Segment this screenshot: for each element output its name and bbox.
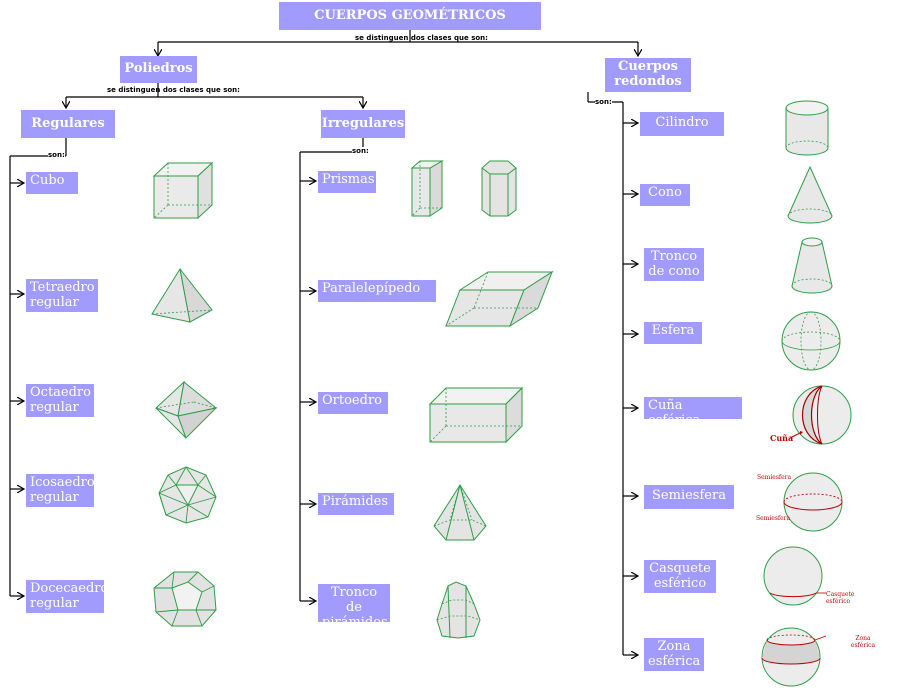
item-zona: Zona esférica [644, 638, 704, 671]
spherical-zone-figure [761, 627, 827, 687]
item-cuna-esferica: Cuña esférica [644, 397, 742, 428]
semiesfera-label-top: Semiesfera [757, 474, 792, 481]
item-esfera: Esfera [644, 322, 702, 344]
regulares-box: Regulares [21, 110, 115, 138]
item-piramides: Pirámides [318, 493, 394, 515]
title-box: CUERPOS GEOMÉTRICOS [279, 2, 541, 30]
frustum-pyramid-figure [436, 581, 481, 639]
item-tronco-cono: Tronco de cono [644, 248, 704, 281]
frustum-cone-figure [791, 237, 833, 294]
spherical-wedge-figure [792, 385, 852, 445]
prism-figure-2 [481, 160, 517, 217]
dodecahedron-figure [153, 571, 217, 627]
item-cono: Cono [640, 184, 690, 206]
item-semiesfera: Semiesfera [644, 485, 734, 509]
item-cubo: Cubo [26, 172, 78, 194]
semiesfera-label-bottom: Semiesfera [756, 515, 791, 522]
cuna-label: Cuña [770, 433, 794, 443]
item-icosaedro: Icosaedro regular [26, 474, 95, 507]
redondos-son: son: [595, 98, 612, 106]
parallelepiped-figure [445, 270, 554, 328]
spherical-cap-figure [763, 546, 826, 606]
redondos-box: Cuerpos redondos [605, 58, 691, 92]
cone-figure [787, 165, 833, 224]
item-cilindro: Cilindro [640, 112, 724, 136]
poliedros-box: Poliedros [120, 56, 197, 83]
icosahedron-figure [158, 466, 217, 524]
regulares-son: son: [48, 151, 65, 159]
cuna-pointer [789, 431, 803, 439]
irregulares-box: Irregulares [321, 110, 405, 138]
poliedros-note: se distinguen dos clases que son: [107, 86, 240, 94]
prism-figure-1 [410, 160, 444, 217]
hemisphere-figure [783, 472, 843, 532]
sphere-figure [781, 311, 841, 371]
pyramid-figure [433, 484, 487, 541]
octahedron-figure [155, 380, 218, 439]
item-casquete: Casquete esférico [644, 560, 716, 593]
item-docecaedro: Docecaedro regular [26, 580, 108, 613]
tetrahedron-figure [151, 267, 213, 323]
cuboid-figure [428, 386, 524, 444]
intro-note: se distinguen dos clases que son: [355, 34, 488, 42]
item-prismas: Prismas [318, 171, 376, 193]
zona-label: Zona esférica [850, 635, 876, 649]
casquete-label: Casquete esférico [826, 591, 855, 605]
cube-figure [152, 161, 214, 220]
item-tetraedro: Tetraedro regular [26, 279, 98, 312]
item-octaedro: Octaedro regular [26, 384, 94, 417]
cylinder-figure [785, 100, 829, 156]
irregulares-son: son: [352, 147, 369, 155]
item-tronco-piramides: Tronco de pirámides [318, 584, 390, 630]
item-paralelepipedo: Paralelepípedo [318, 280, 436, 302]
item-ortoedro: Ortoedro [318, 392, 388, 414]
